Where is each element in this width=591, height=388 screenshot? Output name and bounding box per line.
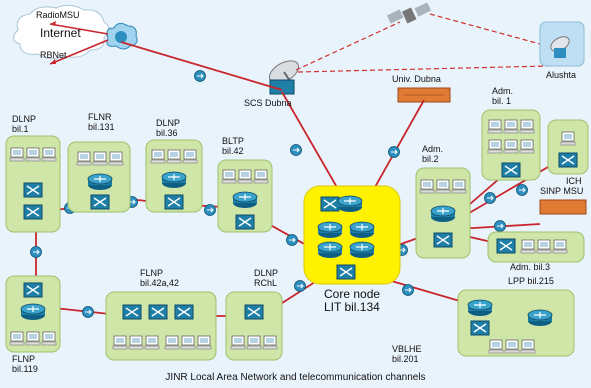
label-rbnet: RBNet: [40, 50, 67, 60]
node-bltp-bil42: [217, 159, 273, 233]
label-scs-dubna: SCS Dubna: [244, 98, 292, 108]
sinp-msu-box: [539, 199, 587, 215]
node-dlnp-bil36: [145, 139, 203, 213]
node-ich: [547, 119, 589, 175]
label-internet: Internet: [40, 26, 81, 40]
rbnet-link: [49, 39, 109, 65]
label-ich: ICH: [566, 176, 582, 186]
radiomsu-link: [49, 23, 109, 35]
alushta-site: [539, 21, 585, 67]
label-lpp-bil215: LPP bil.215: [508, 276, 554, 286]
node-flnp-bil119: [5, 275, 61, 353]
node-dlnp-bil1: [5, 135, 61, 233]
satellite-downlink: [429, 13, 541, 45]
node-adm-bil3: [487, 231, 585, 263]
diagram-caption: JINR Local Area Network and telecommunic…: [165, 372, 426, 383]
internet-cloud: [13, 4, 110, 60]
node-flnp-bil42a: [105, 291, 217, 361]
internet-gateway-icon: [106, 22, 138, 50]
label-univ-dubna: Univ. Dubna: [392, 74, 441, 84]
satellite-dish-icon: [268, 60, 300, 95]
core-node-lit: [303, 185, 401, 285]
label-adm-bil2: Adm.bil.2: [422, 144, 444, 164]
univ-dubna-box: [397, 87, 451, 103]
node-lpp-bil215: [457, 289, 575, 357]
satellite-icon: [386, 2, 432, 24]
node-flnr-bil131: [67, 141, 131, 213]
label-alushta: Alushta: [546, 70, 577, 80]
label-adm-bil1: Adm.bil. 1: [492, 86, 514, 106]
node-adm-bil1: [481, 109, 541, 181]
label-adm-bil3: Adm. bil.3: [510, 262, 551, 272]
node-dlnp-rchl: [225, 291, 283, 361]
label-sinp-msu: SINP MSU: [540, 186, 584, 196]
satellite-uplink: [295, 21, 401, 71]
node-adm-bil2: [415, 167, 471, 259]
label-radiomsu: RadioMSU: [36, 10, 80, 20]
